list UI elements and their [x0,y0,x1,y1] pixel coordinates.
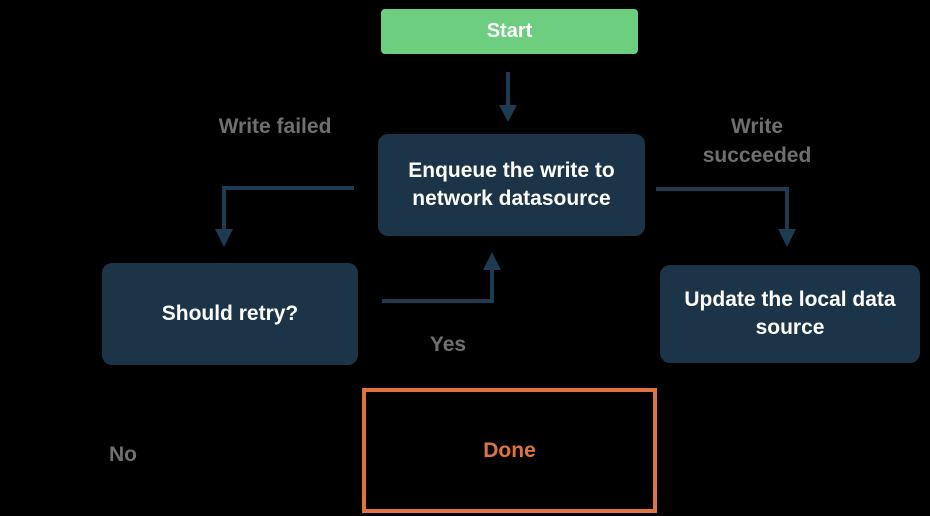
flowchart-node-update-local-data: Update the local data source [660,265,920,363]
arrow-enqueue-to-update-local-line [656,187,789,229]
flowchart-node-enqueue-write: Enqueue the write to network datasource [378,134,645,236]
should-retry-node-label: Should retry? [161,302,299,325]
arrow-enqueue-to-update-local-head [778,229,796,247]
edge-label-yes: Yes [429,333,467,356]
flowchart-node-should-retry: Should retry? [102,263,358,365]
arrow-enqueue-to-should-retry-line [222,186,354,229]
enqueue-write-node-label: Enqueue the write to network datasource [408,159,615,210]
update-local-data-node-label: Update the local data source [684,288,896,339]
edge-label-no: No [109,443,137,466]
arrow-enqueue-to-should-retry-head [215,229,233,247]
flowchart-node-done: Done [362,388,657,513]
done-node-label: Done [483,438,536,462]
arrow-start-to-enqueue-head [499,105,517,122]
edge-label-write-succeeded: Write succeeded [702,115,812,167]
start-node-label: Start [486,20,533,42]
arrow-should-retry-to-enqueue-head [483,252,501,270]
flowchart-node-start: Start [381,9,638,54]
arrow-should-retry-to-enqueue-line [382,270,494,303]
edge-label-write-failed: Write failed [218,115,332,138]
